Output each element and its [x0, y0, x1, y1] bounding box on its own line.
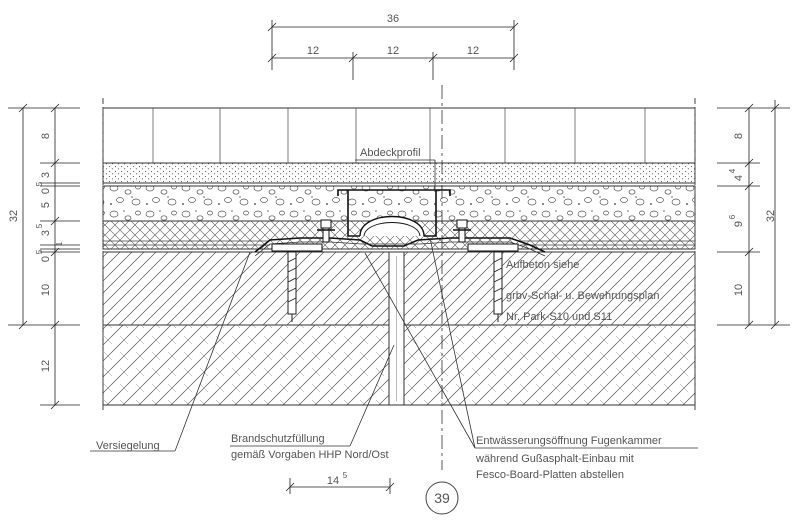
dimension-left: [8, 103, 80, 410]
dim-left-05b-sup: 5: [35, 249, 44, 254]
layer-gravel: [102, 185, 696, 222]
dim-right-44: 4: [733, 175, 745, 181]
label-aufbeton-3: Nr. Park-S10 und S11: [506, 311, 612, 323]
leader-lines: [90, 159, 698, 452]
dimension-top: [267, 20, 519, 80]
dimension-bottom: [285, 478, 395, 494]
layer-base-slab: [102, 324, 696, 406]
label-aufbeton-1: Aufbeton siehe: [506, 259, 579, 271]
dim-left-05a-sup: 5: [35, 181, 44, 186]
anchor-right: [493, 251, 503, 322]
label-entwaesserung-1: Entwässerungsöffnung Fugenkammer: [476, 435, 662, 447]
fire-protection-filling: [388, 251, 405, 406]
dim-top-overall: 36: [387, 13, 399, 25]
joint-cover-profile: [254, 189, 546, 257]
label-brandschutz-2: gemäß Vorgaben HHP Nord/Ost: [231, 449, 389, 461]
label-entwaesserung-2: während Gußasphalt-Einbau mit: [475, 453, 634, 465]
detail-number-circle: [425, 481, 459, 515]
dim-right-44-sup: 4: [728, 168, 737, 173]
dim-bottom-145-sup: 5: [343, 471, 348, 480]
dim-left-05a: 0: [40, 188, 52, 194]
dim-top-seg-3: 12: [467, 45, 479, 57]
dim-left-8: 8: [40, 133, 52, 139]
dim-bottom-145: 14: [327, 475, 339, 487]
label-versiegelung: Versiegelung: [96, 440, 160, 452]
dim-left-10: 10: [40, 284, 52, 296]
dim-top-seg-2: 12: [387, 45, 399, 57]
label-aufbeton-2: grbv-Schal- u. Bewehrungsplan: [506, 290, 659, 302]
dim-left-35: 3: [40, 230, 52, 236]
dim-left-total: 32: [8, 210, 20, 222]
dim-top-seg-1: 12: [307, 45, 319, 57]
section-boundaries: [102, 98, 696, 410]
dim-left-35-sup: 5: [35, 223, 44, 228]
dim-right-96-sup: 6: [728, 214, 737, 219]
dim-right-total: 32: [765, 210, 777, 222]
dim-right-10: 10: [733, 284, 745, 296]
dim-left-3: 3: [40, 172, 52, 178]
label-abdeckprofil: Abdeckprofil: [360, 147, 421, 159]
label-entwaesserung-3: Fesco-Board-Platten abstellen: [476, 469, 624, 481]
layer-bedding-dotted: [102, 162, 696, 187]
dimension-right: [717, 100, 790, 330]
dim-left-1: 1: [55, 241, 64, 246]
detail-number: 39: [434, 490, 450, 506]
dim-left-12: 12: [40, 360, 52, 372]
anchor-left: [287, 251, 297, 322]
dim-right-96: 9: [733, 221, 745, 227]
dim-left-05b: 0: [40, 256, 52, 262]
dim-right-8: 8: [733, 133, 745, 139]
label-brandschutz-1: Brandschutzfüllung: [231, 433, 325, 445]
dim-left-5: 5: [40, 202, 52, 208]
